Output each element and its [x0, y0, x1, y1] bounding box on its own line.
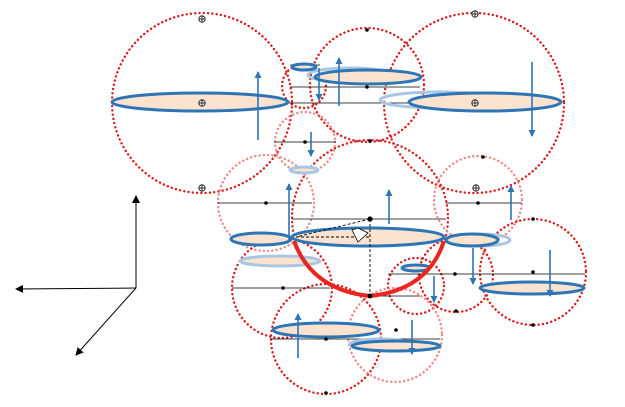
disk-top-right — [407, 91, 563, 113]
circled-plus-icon — [198, 15, 206, 23]
axis-x — [15, 284, 137, 293]
disk-left-lower — [238, 254, 322, 268]
sphere-top-middle — [308, 26, 426, 144]
circled-plus-icon — [471, 10, 479, 18]
center-construction — [295, 216, 373, 299]
sphere-right-mid — [432, 154, 524, 246]
disk-tiny-top — [290, 62, 318, 72]
sphere-top-right — [382, 11, 566, 195]
sphere-small-right — [386, 256, 446, 316]
disk-far-right — [478, 280, 586, 296]
disk-top-middle — [313, 68, 423, 86]
circled-plus-icon — [472, 184, 480, 192]
disks — [110, 62, 586, 353]
circled-plus-icon — [198, 99, 206, 107]
sphere-left-lower — [230, 236, 334, 340]
circled-plus-icon — [471, 99, 479, 107]
disk-small-mid — [288, 165, 320, 175]
joint-dots — [264, 28, 535, 395]
disk-left-mid — [229, 231, 293, 247]
curved-arrow-icon — [351, 227, 369, 243]
spin-arrows — [254, 57, 554, 358]
coordinate-axes — [15, 195, 140, 356]
axis-y — [75, 287, 137, 356]
sphere-center — [290, 138, 450, 298]
circled-plus-icon — [198, 184, 206, 192]
disk-right-mid — [444, 232, 500, 248]
disk-bottom-right — [350, 339, 442, 353]
circled-plus-icons — [198, 10, 480, 192]
disk-bottom-left — [271, 321, 381, 339]
sphere-right-lower — [417, 236, 495, 314]
